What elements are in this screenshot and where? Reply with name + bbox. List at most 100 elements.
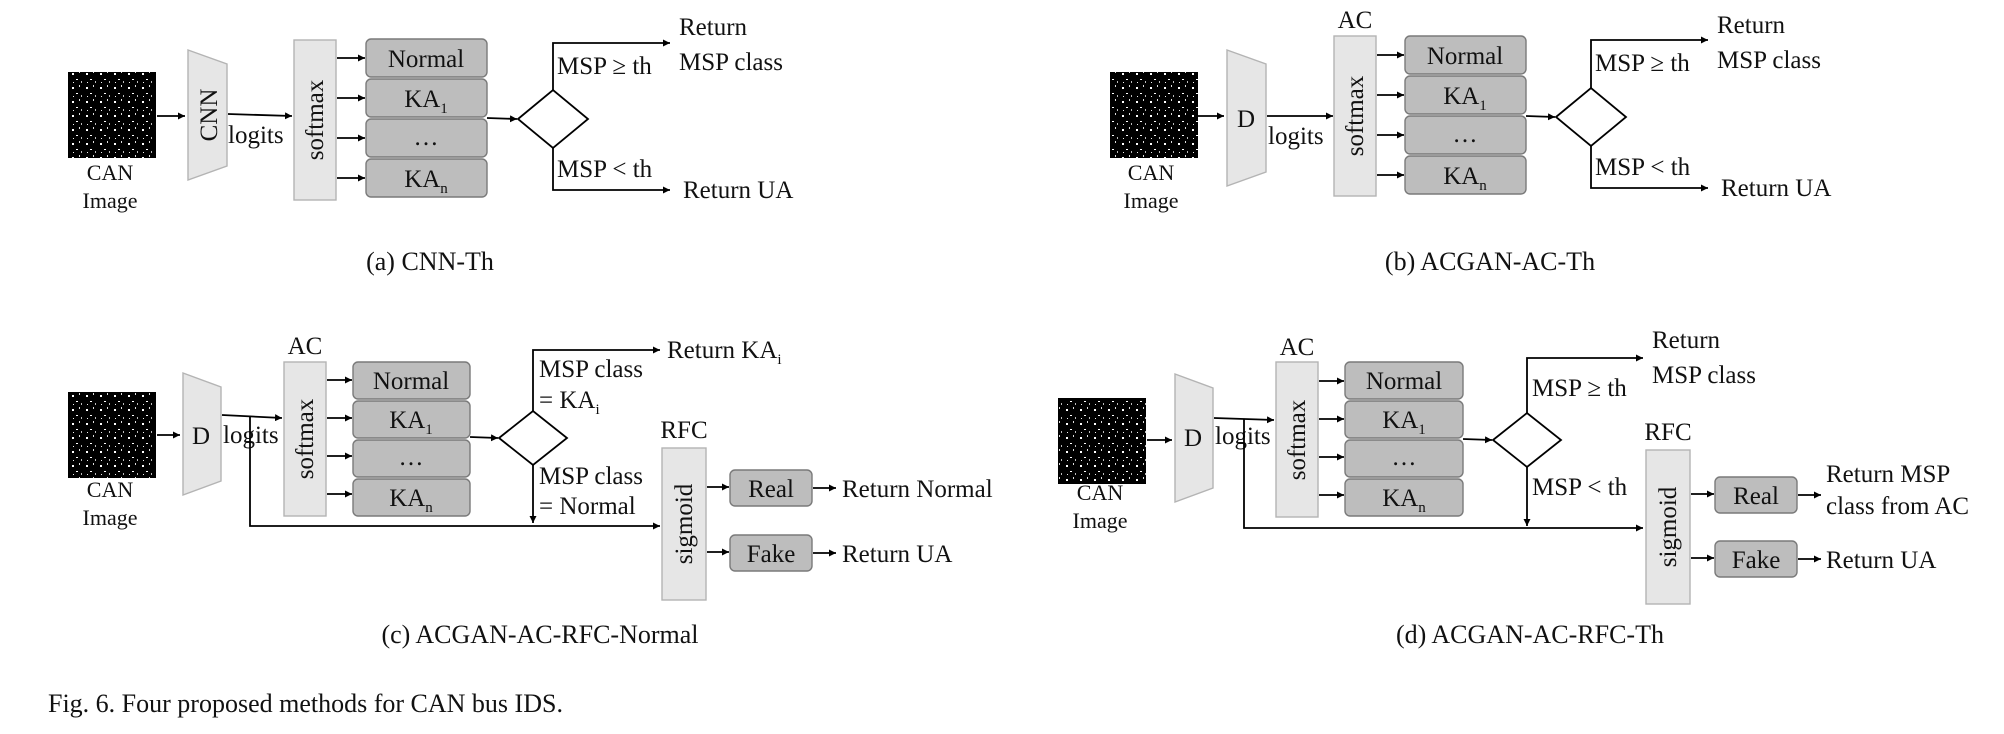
decision-diamond: [497, 409, 569, 467]
cond-top: MSP ≥ th: [1532, 375, 1627, 402]
can-image: [68, 72, 156, 158]
arrow-to-decision: [1525, 113, 1556, 121]
rfc-label: RFC: [660, 417, 707, 444]
decision-diamond: [1491, 411, 1563, 469]
class-ka1-label: KA1: [1382, 407, 1426, 438]
class-dots-box: [352, 439, 471, 478]
panel-c: CAN Image D logits AC softmax Normal KA1…: [68, 333, 993, 649]
logits-bypass: [1243, 419, 1643, 532]
panel-d: CAN Image D logits AC softmax Normal KA1…: [1058, 327, 1969, 649]
out-fake: Return UA: [1826, 547, 1936, 574]
branch-top: [552, 39, 670, 90]
class-kan-label: KAn: [389, 485, 433, 516]
softmax-label: softmax: [302, 79, 329, 160]
panel-b: CAN Image D logits AC softmax Normal KA1…: [1110, 7, 1831, 276]
out-real: Return Normal: [842, 476, 993, 503]
d-block: [1174, 372, 1214, 504]
logits-label: logits: [1268, 123, 1324, 150]
branch-bottom: [552, 148, 670, 194]
class-ka1-box: [352, 400, 471, 439]
ac-label: AC: [1280, 334, 1315, 361]
arrow-logits: [227, 112, 293, 120]
panel-a-label: (a) CNN-Th: [366, 247, 494, 276]
d-label: D: [192, 423, 210, 450]
out-top-line2: MSP class: [1717, 47, 1821, 74]
panel-b-label: (b) ACGAN-AC-Th: [1385, 247, 1595, 276]
out-real-line2: class from AC: [1826, 493, 1969, 520]
cond-top-line1: MSP class: [539, 356, 643, 383]
class-normal-label: Normal: [388, 46, 464, 73]
class-kan-box: [1404, 155, 1527, 195]
panel-d-label: (d) ACGAN-AC-RFC-Th: [1396, 620, 1664, 649]
ac-label: AC: [288, 333, 323, 360]
cnn-label: CNN: [196, 89, 223, 142]
softmax-block: [293, 39, 337, 201]
branch-bottom: [1590, 146, 1708, 192]
softmax-block: [1275, 361, 1319, 518]
arrow-to-decision: [1462, 436, 1493, 444]
rfc-label: RFC: [1644, 419, 1691, 446]
sigmoid-label: sigmoid: [671, 483, 698, 564]
class-kan-label: KAn: [404, 166, 448, 197]
can-image: [68, 392, 156, 478]
softmax-block: [1333, 35, 1377, 197]
out-top: Return KAi: [667, 337, 782, 368]
input-label-line2: Image: [83, 505, 138, 530]
cond-top: MSP ≥ th: [1595, 50, 1690, 77]
softmax-label: softmax: [292, 398, 319, 479]
decision-diamond: [1554, 86, 1628, 148]
fake-label: Fake: [1732, 547, 1781, 574]
cond-bottom-line1: MSP class: [539, 463, 643, 490]
cond-bottom: MSP < th: [557, 156, 653, 183]
fake-box: [1714, 540, 1798, 578]
class-dots-label: …: [414, 124, 439, 151]
d-block: [182, 371, 222, 497]
class-kan-label: KAn: [1382, 485, 1426, 516]
class-ka1-box: [1404, 75, 1527, 115]
out-top-line2: MSP class: [679, 49, 783, 76]
cond-top-line2: = KAi: [539, 387, 600, 418]
class-kan-label: KAn: [1443, 163, 1487, 194]
ac-label: AC: [1338, 7, 1373, 34]
class-normal-label: Normal: [1366, 368, 1442, 395]
sigmoid-block: [661, 447, 707, 601]
input-label-line1: CAN: [87, 160, 134, 185]
branch-top: [1590, 36, 1708, 88]
class-normal-box: [365, 38, 488, 78]
out-top-line1: Return: [679, 14, 748, 41]
arrow-logits: [221, 414, 283, 422]
softmax-block: [283, 361, 327, 517]
class-kan-box: [365, 158, 488, 198]
softmax-label: softmax: [1342, 75, 1369, 156]
class-dots-box: [365, 118, 488, 158]
input-label-line2: Image: [1073, 508, 1128, 533]
class-dots-label: …: [1453, 121, 1478, 148]
figure-caption: Fig. 6. Four proposed methods for CAN bu…: [48, 689, 563, 718]
class-kan-box: [1344, 478, 1464, 517]
logits-label: logits: [228, 122, 284, 149]
out-top-line2: MSP class: [1652, 362, 1756, 389]
class-ka1-label: KA1: [389, 407, 433, 438]
logits-bypass: [249, 416, 660, 530]
real-label: Real: [1733, 483, 1779, 510]
cond-bottom: MSP < th: [1532, 474, 1628, 501]
can-image: [1110, 72, 1198, 158]
d-block: [1226, 49, 1267, 187]
class-normal-box: [352, 361, 471, 400]
panel-a: CAN Image CNN logits softmax Normal KA1 …: [68, 14, 793, 276]
cond-bottom-line2: = Normal: [539, 493, 636, 520]
fake-box: [729, 534, 813, 572]
class-ka1-label: KA1: [1443, 83, 1487, 114]
arrow-to-decision: [469, 434, 499, 442]
out-real-line1: Return MSP: [1826, 461, 1950, 488]
real-box: [729, 469, 813, 507]
branch-top: [1526, 354, 1643, 413]
class-dots-label: …: [1392, 444, 1417, 471]
class-ka1-box: [365, 78, 488, 118]
class-ka1-box: [1344, 400, 1464, 439]
input-label-line2: Image: [83, 188, 138, 213]
real-label: Real: [748, 476, 794, 503]
class-normal-box: [1344, 361, 1464, 400]
class-ka1-label: KA1: [404, 86, 448, 117]
arrow-to-decision: [486, 115, 518, 123]
